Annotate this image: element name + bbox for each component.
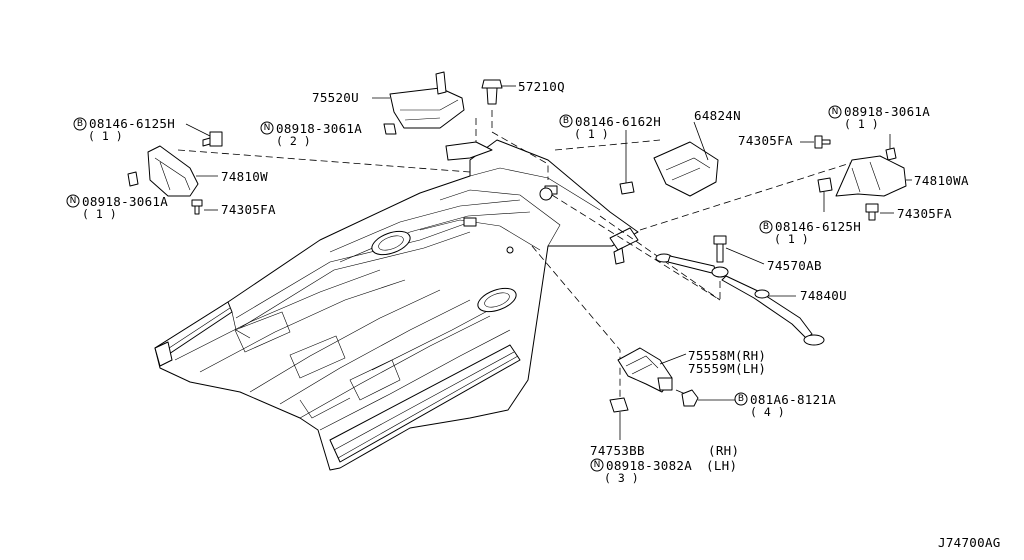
- nut-08918-3061A-left: N: [66, 194, 80, 208]
- svg-text:B: B: [763, 222, 769, 232]
- nut-icon-mid: [383, 123, 397, 135]
- clip-74305FA-top: [800, 135, 831, 149]
- floor-panel: [154, 139, 639, 471]
- bolt-08146-6162H: B: [559, 114, 573, 128]
- svg-text:B: B: [738, 394, 744, 404]
- nut-08918-3082A: N: [590, 458, 604, 472]
- qty-nut-bottom: ( 3 ): [604, 471, 639, 485]
- nut-icon-left: [127, 171, 139, 187]
- bracket-64824N: [653, 121, 719, 197]
- label-bolt-081A6-8121A: 081A6-8121A: [750, 392, 836, 407]
- qty-nut-mid: ( 2 ): [276, 134, 311, 148]
- label-64824N: 64824N: [694, 108, 741, 123]
- qty-bolt-left: ( 1 ): [88, 129, 123, 143]
- svg-text:N: N: [832, 107, 839, 117]
- nut-icon-right: [885, 147, 897, 161]
- qty-bolt-bottom: ( 4 ): [750, 405, 785, 419]
- floor-hole-rear: [477, 287, 517, 313]
- label-74305FA-top: 74305FA: [738, 133, 793, 148]
- bolt-icon-right: [817, 177, 833, 212]
- svg-text:N: N: [594, 460, 601, 470]
- label-bolt-08146-6162H: 08146-6162H: [575, 114, 661, 129]
- label-74810W: 74810W: [221, 169, 268, 184]
- bracket-75520U: [372, 71, 465, 129]
- svg-text:N: N: [70, 196, 77, 206]
- label-lh: (LH): [706, 458, 737, 473]
- label-74840U: 74840U: [800, 288, 847, 303]
- nut-08918-3061A-mid: N: [260, 121, 274, 135]
- label-nut-08918-3061A-right: 08918-3061A: [844, 104, 930, 119]
- label-nut-08918-3061A-left: 08918-3061A: [82, 194, 168, 209]
- clip-74305FA-left: [191, 199, 218, 215]
- clip-74305FA-right: [865, 203, 894, 221]
- svg-text:B: B: [563, 116, 569, 126]
- qty-bolt-right: ( 1 ): [774, 232, 809, 246]
- label-rh: (RH): [708, 443, 739, 458]
- floor-bracket: [445, 141, 493, 161]
- svg-text:N: N: [264, 123, 271, 133]
- qty-nut-left: ( 1 ): [82, 207, 117, 221]
- label-bolt-08146-6125H-right: 08146-6125H: [775, 219, 861, 234]
- svg-text:B: B: [77, 119, 83, 129]
- bolt-74570AB: [713, 235, 765, 265]
- bolt-icon-center: [619, 181, 635, 195]
- bolt-08146-6125H-right: B: [759, 220, 773, 234]
- label-74305FA-right: 74305FA: [897, 206, 952, 221]
- label-nut-08918-3082A: 08918-3082A: [606, 458, 692, 473]
- label-74305FA-left: 74305FA: [221, 202, 276, 217]
- label-74810WA: 74810WA: [914, 173, 969, 188]
- nut-08918-3061A-right: N: [828, 105, 842, 119]
- bolt-08146-6125H-left: B: [73, 117, 87, 131]
- leader-b1: [185, 123, 211, 137]
- label-57210Q: 57210Q: [518, 79, 565, 94]
- label-bolt-08146-6125H-left: 08146-6125H: [89, 116, 175, 131]
- label-74570AB: 74570AB: [767, 258, 822, 273]
- nut-74753BB: [609, 397, 629, 440]
- qty-nut-right: ( 1 ): [844, 117, 879, 131]
- cover-74810WA: [835, 155, 912, 197]
- label-75520U: 75520U: [312, 90, 359, 105]
- clip-57210Q: [481, 79, 516, 105]
- label-nut-08918-3061A-mid: 08918-3061A: [276, 121, 362, 136]
- bracket-75558M: [617, 347, 687, 393]
- strap-74840U: [655, 253, 825, 346]
- label-74753BB: 74753BB: [590, 443, 645, 458]
- label-75559M: 75559M(LH): [688, 361, 766, 376]
- bolt-icon-left: [202, 131, 223, 147]
- qty-bolt-center: ( 1 ): [574, 127, 609, 141]
- diagram-code: J74700AG: [938, 535, 1001, 550]
- cover-74810W: [147, 145, 218, 197]
- bolt-081A6-8121A: [675, 389, 736, 407]
- label-75558M: 75558M(RH): [688, 348, 766, 363]
- bolt-prefix-081A6-8121A: B: [734, 392, 748, 406]
- floor-hole-front: [371, 230, 411, 256]
